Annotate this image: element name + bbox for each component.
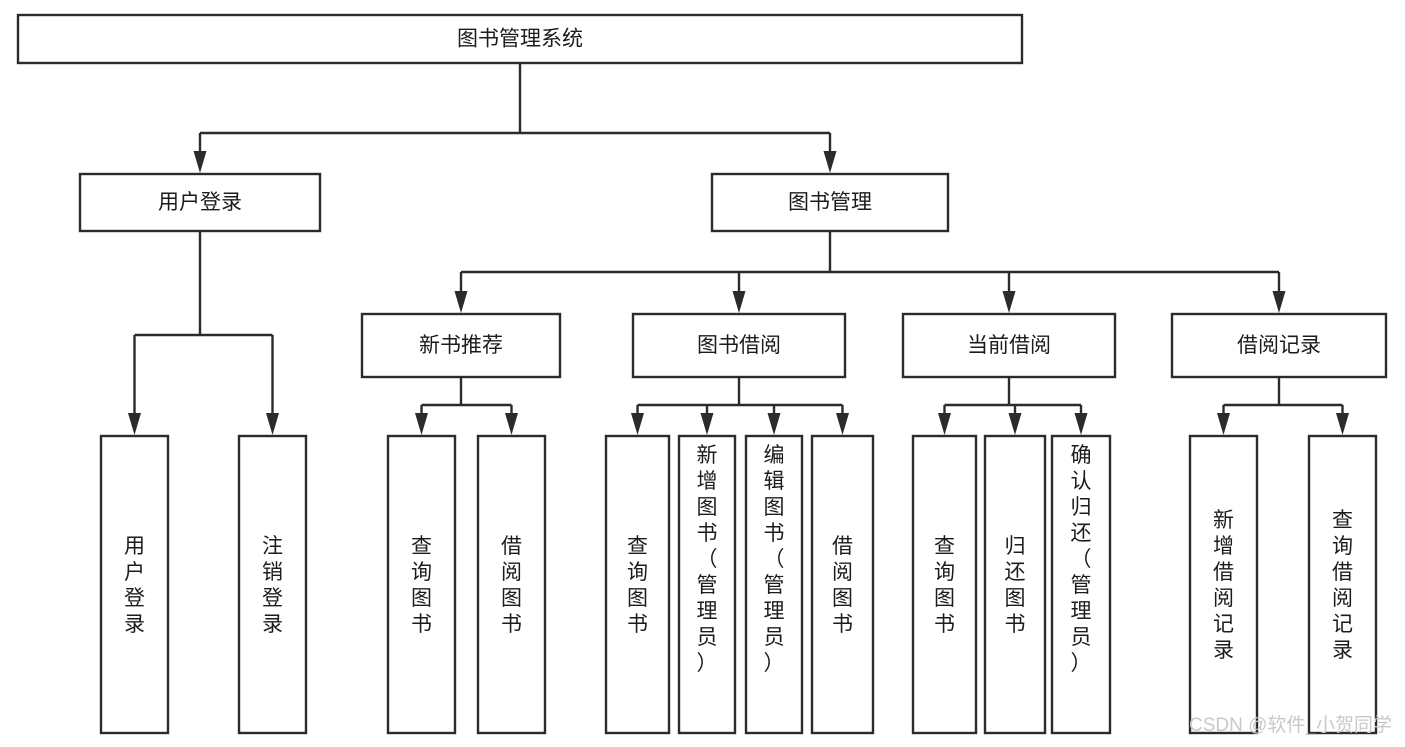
node-l2-1[interactable]: 图书借阅 bbox=[631, 312, 847, 379]
node-label: 借阅记录 bbox=[1237, 334, 1321, 357]
node-box[interactable] bbox=[99, 434, 170, 735]
node-leaf-0[interactable]: 用户登录 bbox=[99, 434, 170, 735]
arrow-head-icon bbox=[631, 413, 644, 435]
node-box[interactable] bbox=[911, 434, 978, 735]
node-label: 用户登录 bbox=[124, 535, 145, 636]
node-box[interactable] bbox=[631, 312, 847, 379]
node-box[interactable] bbox=[360, 312, 562, 379]
node-label: 新增借阅记录 bbox=[1213, 509, 1234, 662]
node-leaf-5[interactable]: 新增图书（管理员） bbox=[677, 434, 737, 735]
arrow-head-icon bbox=[836, 413, 849, 435]
arrow-head-icon bbox=[266, 413, 279, 435]
node-leaf-11[interactable]: 新增借阅记录 bbox=[1188, 434, 1259, 735]
node-l1-1[interactable]: 图书管理 bbox=[710, 172, 950, 233]
node-box[interactable] bbox=[1170, 312, 1388, 379]
node-l1-0[interactable]: 用户登录 bbox=[78, 172, 322, 233]
arrow-head-icon bbox=[193, 151, 207, 173]
node-label: 注销登录 bbox=[262, 535, 283, 636]
node-label: 查询图书 bbox=[934, 535, 955, 636]
node-label: 当前借阅 bbox=[967, 334, 1051, 357]
node-leaf-7[interactable]: 借阅图书 bbox=[810, 434, 875, 735]
node-box[interactable] bbox=[710, 172, 950, 233]
arrow-head-icon bbox=[1002, 291, 1016, 313]
arrow-head-icon bbox=[1217, 413, 1230, 435]
node-label: 借阅图书 bbox=[501, 535, 522, 636]
node-label: 编辑图书（管理员） bbox=[764, 444, 785, 675]
node-root-book-management-system[interactable]: 图书管理系统 bbox=[16, 13, 1024, 65]
node-box[interactable] bbox=[78, 172, 322, 233]
node-box[interactable] bbox=[237, 434, 308, 735]
node-box[interactable] bbox=[476, 434, 547, 735]
node-box[interactable] bbox=[1307, 434, 1378, 735]
node-leaf-9[interactable]: 归还图书 bbox=[983, 434, 1047, 735]
arrow-head-icon bbox=[1272, 291, 1286, 313]
arrow-head-icon bbox=[1074, 413, 1088, 435]
connector-layer bbox=[128, 63, 1349, 435]
node-label: 用户登录 bbox=[158, 191, 242, 214]
arrow-head-icon bbox=[700, 413, 714, 435]
arrow-head-icon bbox=[1008, 413, 1022, 435]
node-box[interactable] bbox=[983, 434, 1047, 735]
arrow-head-icon bbox=[823, 151, 837, 173]
node-leaf-6[interactable]: 编辑图书（管理员） bbox=[744, 434, 804, 735]
node-box[interactable] bbox=[1188, 434, 1259, 735]
arrow-head-icon bbox=[1336, 413, 1349, 435]
arrow-head-icon bbox=[415, 413, 428, 435]
node-label: 查询图书 bbox=[627, 535, 648, 636]
node-box[interactable] bbox=[744, 434, 804, 735]
node-leaf-12[interactable]: 查询借阅记录 bbox=[1307, 434, 1378, 735]
node-leaf-3[interactable]: 借阅图书 bbox=[476, 434, 547, 735]
node-label: 图书管理系统 bbox=[457, 28, 583, 51]
arrow-head-icon bbox=[128, 413, 141, 435]
arrow-head-icon bbox=[767, 413, 781, 435]
arrow-head-icon bbox=[732, 291, 746, 313]
node-label: 确认归还（管理员） bbox=[1071, 444, 1092, 675]
node-leaf-10[interactable]: 确认归还（管理员） bbox=[1050, 434, 1112, 735]
node-label: 查询借阅记录 bbox=[1332, 509, 1353, 662]
node-leaf-8[interactable]: 查询图书 bbox=[911, 434, 978, 735]
csdn-watermark: CSDN @软件_小贺同学 bbox=[1189, 714, 1392, 736]
node-box[interactable] bbox=[1050, 434, 1112, 735]
arrow-head-icon bbox=[505, 413, 518, 435]
node-leaf-2[interactable]: 查询图书 bbox=[386, 434, 457, 735]
node-box[interactable] bbox=[901, 312, 1117, 379]
node-box[interactable] bbox=[386, 434, 457, 735]
node-label: 借阅图书 bbox=[832, 535, 853, 636]
node-label: 查询图书 bbox=[411, 535, 432, 636]
node-leaf-4[interactable]: 查询图书 bbox=[604, 434, 671, 735]
node-box[interactable] bbox=[810, 434, 875, 735]
node-label: 图书借阅 bbox=[697, 334, 781, 357]
node-layer: 图书管理系统用户登录图书管理新书推荐图书借阅当前借阅借阅记录用户登录注销登录查询… bbox=[16, 13, 1388, 735]
node-box[interactable] bbox=[16, 13, 1024, 65]
node-label: 新书推荐 bbox=[419, 334, 503, 357]
node-leaf-1[interactable]: 注销登录 bbox=[237, 434, 308, 735]
node-l2-2[interactable]: 当前借阅 bbox=[901, 312, 1117, 379]
arrow-head-icon bbox=[454, 291, 468, 313]
node-label: 图书管理 bbox=[788, 191, 872, 214]
node-l2-0[interactable]: 新书推荐 bbox=[360, 312, 562, 379]
node-label: 新增图书（管理员） bbox=[697, 444, 718, 675]
node-box[interactable] bbox=[677, 434, 737, 735]
node-l2-3[interactable]: 借阅记录 bbox=[1170, 312, 1388, 379]
arrow-head-icon bbox=[938, 413, 951, 435]
node-box[interactable] bbox=[604, 434, 671, 735]
node-label: 归还图书 bbox=[1005, 535, 1026, 636]
